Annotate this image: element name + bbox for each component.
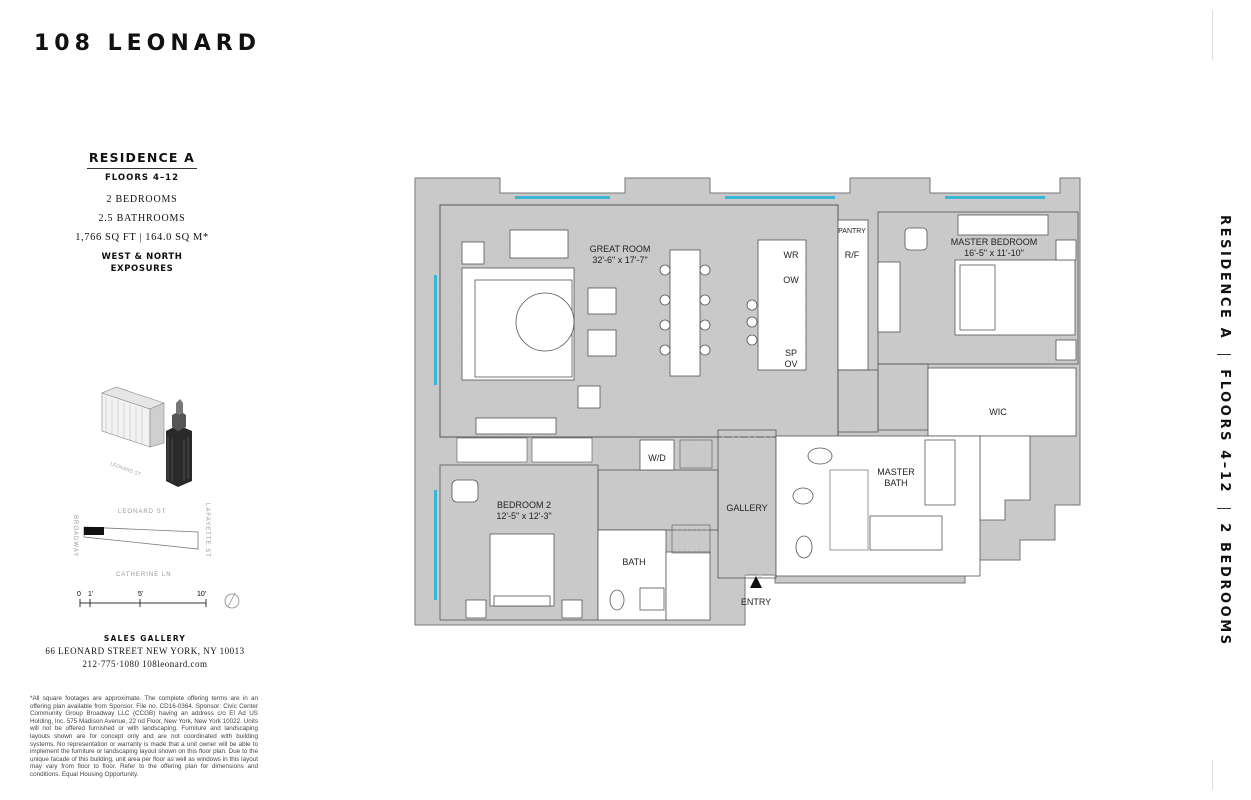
master-bedroom-label: MASTER BEDROOM bbox=[951, 237, 1038, 247]
side-title-residence: RESIDENCE A bbox=[1217, 215, 1232, 341]
sales-gallery-title: SALES GALLERY bbox=[103, 634, 187, 643]
street-bottom-label: CATHERINE LN bbox=[116, 572, 172, 578]
great-room-label: GREAT ROOM bbox=[590, 244, 651, 254]
bedroom-2-dims: 12'-5" x 12'-3" bbox=[496, 511, 551, 521]
bedroom-2-bed bbox=[451, 479, 583, 619]
north-arrow-icon bbox=[224, 592, 240, 609]
bedrooms-count: 2 BEDROOMS bbox=[106, 194, 178, 205]
exposures-line-2: EXPOSURES bbox=[110, 264, 174, 274]
residence-title: RESIDENCE A bbox=[88, 150, 196, 165]
edge-line-top bbox=[1212, 10, 1213, 60]
unit-location-marker bbox=[84, 527, 104, 535]
steam-oven-label-sp: SP bbox=[785, 348, 797, 358]
bath-label: BATH bbox=[622, 557, 645, 567]
master-bed bbox=[877, 214, 1077, 361]
washer-dryer-label: W/D bbox=[648, 453, 666, 463]
steam-oven-label-ov: OV bbox=[784, 359, 797, 369]
street-left-label: BROADWAY bbox=[72, 515, 78, 557]
great-room-furniture bbox=[461, 229, 807, 435]
building-key-plan: LEONARD ST LEONARD ST CATHERINE LN BROAD… bbox=[72, 386, 240, 609]
scale-label-1: 1' bbox=[88, 591, 93, 598]
scale-bar: 0 1' 5' 10' bbox=[77, 591, 207, 607]
refrigerator-label: R/F bbox=[845, 250, 860, 260]
master-bedroom-dims: 16'-5" x 11'-10" bbox=[964, 248, 1024, 258]
sales-contact: 212·775·1080 108leonard.com bbox=[82, 659, 208, 669]
bathrooms-count: 2.5 BATHROOMS bbox=[98, 213, 186, 224]
wine-refrigerator-label: WR bbox=[784, 250, 799, 260]
scale-label-5: 5' bbox=[138, 591, 143, 598]
side-separator bbox=[1217, 508, 1232, 510]
kitchen-area bbox=[837, 219, 869, 371]
floors-label: FLOORS 4–12 bbox=[105, 173, 179, 183]
disclaimer-text: *All square footages are approximate. Th… bbox=[30, 695, 258, 778]
vertical-side-title: RESIDENCE A FLOORS 4–12 2 BEDROOMS bbox=[1214, 215, 1234, 647]
bath-sink bbox=[639, 587, 665, 611]
building-isometric: LEONARD ST bbox=[101, 386, 192, 487]
bathtub bbox=[869, 515, 943, 551]
title-divider bbox=[87, 168, 197, 169]
side-title-floors: FLOORS 4–12 bbox=[1217, 369, 1232, 495]
sales-address: 66 LEONARD STREET NEW YORK, NY 10013 bbox=[45, 646, 245, 656]
wic-label: WIC bbox=[989, 407, 1007, 417]
master-bath-label-2: BATH bbox=[884, 478, 907, 488]
scale-label-0: 0 bbox=[77, 591, 81, 598]
exposures-line-1: WEST & NORTH bbox=[101, 252, 183, 262]
side-title-bedrooms: 2 BEDROOMS bbox=[1217, 523, 1232, 647]
street-right-label: LAFAYETTE ST bbox=[204, 503, 210, 558]
bath-toilet bbox=[609, 589, 625, 611]
entry-label: ENTRY bbox=[741, 597, 771, 607]
washer-dryer bbox=[639, 439, 675, 471]
master-bath-label-1: MASTER bbox=[877, 467, 915, 477]
master-toilet bbox=[807, 447, 833, 465]
pantry-label: PANTRY bbox=[838, 228, 866, 235]
sales-gallery: SALES GALLERY 66 LEONARD STREET NEW YORK… bbox=[40, 634, 250, 669]
wic-area bbox=[927, 367, 1077, 437]
residence-info: RESIDENCE A FLOORS 4–12 2 BEDROOMS 2.5 B… bbox=[50, 150, 234, 275]
edge-line-bottom bbox=[1212, 760, 1213, 790]
iso-street-label: LEONARD ST bbox=[109, 461, 141, 478]
great-room-dims: 32'-6" x 17'-7" bbox=[592, 255, 647, 265]
exposures-label: WEST & NORTH EXPOSURES bbox=[50, 251, 234, 275]
gallery-label: GALLERY bbox=[726, 503, 767, 513]
bedroom-2-closet bbox=[456, 437, 528, 463]
powder-toilet bbox=[795, 535, 813, 559]
bath-closet bbox=[671, 524, 711, 554]
entry-arrow-icon bbox=[750, 576, 762, 588]
scale-label-10: 10' bbox=[197, 591, 206, 598]
side-separator bbox=[1217, 354, 1232, 356]
area-label: 1,766 SQ FT | 164.0 SQ M* bbox=[75, 232, 209, 243]
floor-plan: GREAT ROOM 32'-6" x 17'-7" MASTER BEDROO… bbox=[414, 177, 1081, 626]
double-vanity bbox=[924, 439, 956, 506]
bedroom-2-label: BEDROOM 2 bbox=[497, 500, 551, 510]
site-plan: LEONARD ST CATHERINE LN BROADWAY LAFAYET… bbox=[72, 503, 210, 578]
shower bbox=[829, 469, 869, 551]
windows bbox=[434, 196, 1045, 600]
brand-logo: 108 LEONARD bbox=[34, 31, 261, 56]
oven-wall-label: OW bbox=[783, 275, 799, 285]
powder-sink bbox=[792, 487, 814, 505]
street-top-label: LEONARD ST bbox=[118, 509, 166, 515]
